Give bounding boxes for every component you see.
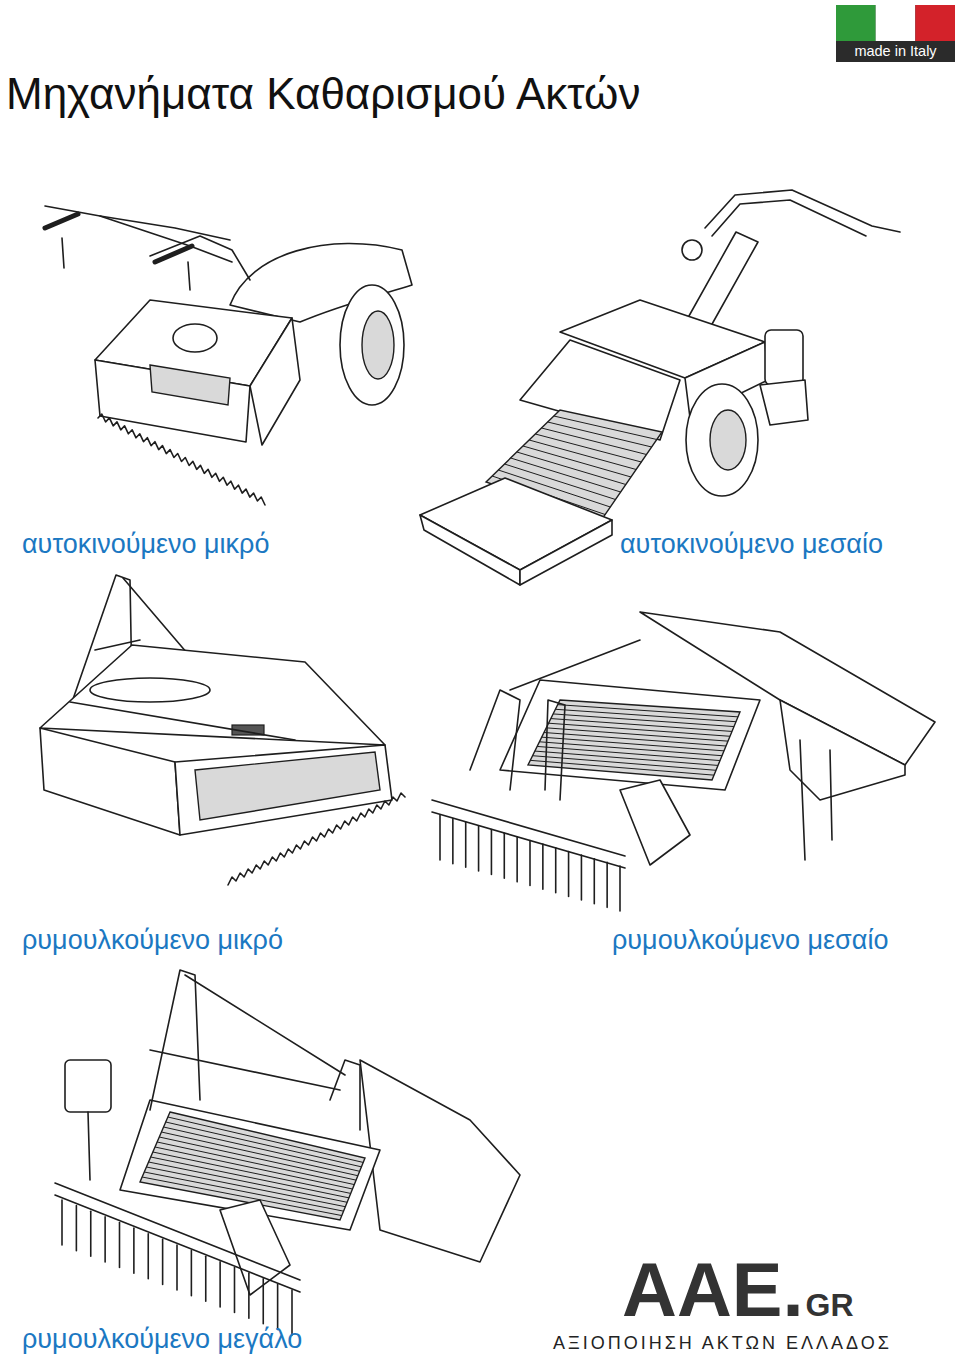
rake-tine bbox=[529, 841, 531, 886]
conveyor-slat bbox=[164, 1127, 360, 1171]
rake-tine bbox=[277, 1284, 279, 1329]
logo-mark: AAE. bbox=[622, 1248, 804, 1332]
rake-tine bbox=[555, 848, 557, 893]
rake-tine bbox=[162, 1239, 164, 1284]
conveyor-slat bbox=[554, 416, 657, 440]
conveyor-slat bbox=[168, 1117, 363, 1162]
rake-tine bbox=[491, 830, 493, 875]
rake-tine bbox=[119, 1223, 121, 1268]
rake-tine bbox=[133, 1228, 135, 1273]
conveyor-slat bbox=[149, 1162, 348, 1202]
flag-red bbox=[915, 5, 955, 41]
rake-tine bbox=[516, 837, 518, 882]
logo-suffix: GR bbox=[806, 1288, 854, 1323]
badge-text: made in Italy bbox=[836, 41, 955, 62]
rake-tine bbox=[176, 1245, 178, 1290]
rake-tine bbox=[61, 1200, 63, 1245]
blade-teeth bbox=[98, 414, 265, 505]
flag-green bbox=[836, 5, 876, 41]
machine-caption: ρυμουλκούμενο μικρό bbox=[22, 926, 283, 956]
towed-small bbox=[40, 575, 405, 885]
conveyor-slat bbox=[558, 705, 738, 717]
conveyor-slat bbox=[166, 1122, 362, 1167]
logo-tagline: ΑΞΙΟΠΟΙΗΣΗ ΑΚΤΩΝ ΕΛΛΑΔΟΣ bbox=[553, 1334, 892, 1354]
rake-tine bbox=[478, 826, 480, 871]
machine-caption: ρυμουλκούμενο μεσαίο bbox=[612, 926, 888, 956]
machine-caption: αυτοκινούμενο μεσαίο bbox=[620, 530, 883, 560]
machine-caption: ρυμουλκούμενο μεγάλο bbox=[22, 1325, 302, 1355]
rake-tine bbox=[76, 1206, 78, 1251]
flag-white bbox=[876, 5, 916, 41]
rake-tine bbox=[262, 1279, 264, 1324]
towed-large bbox=[55, 970, 520, 1335]
conveyor-slat bbox=[146, 1167, 345, 1207]
self-propelled-medium bbox=[420, 190, 900, 585]
towed-medium bbox=[432, 612, 935, 911]
rake-tine bbox=[619, 866, 621, 911]
rake-tine bbox=[465, 822, 467, 867]
italian-flag bbox=[836, 5, 955, 41]
conveyor-slat bbox=[542, 428, 647, 455]
conveyor-slat bbox=[555, 709, 736, 721]
self-propelled-small bbox=[45, 206, 412, 505]
blade-teeth bbox=[228, 793, 405, 885]
rake-tine bbox=[503, 833, 505, 878]
rake-tine bbox=[248, 1273, 250, 1318]
rake-tine bbox=[568, 851, 570, 896]
rake-tine bbox=[104, 1217, 106, 1262]
conveyor-slat bbox=[523, 446, 631, 477]
conveyor-slat bbox=[517, 452, 626, 485]
rake-tine bbox=[219, 1262, 221, 1307]
machine-caption: αυτοκινούμενο μικρό bbox=[22, 530, 270, 560]
rake-tine bbox=[452, 819, 454, 864]
conveyor-slat bbox=[529, 440, 636, 470]
rake-tine bbox=[581, 855, 583, 900]
rake-tine bbox=[542, 844, 544, 889]
page-title: Μηχανήματα Καθαρισμού Ακτών bbox=[6, 70, 640, 118]
rake-tine bbox=[439, 815, 441, 860]
rake-tine bbox=[147, 1234, 149, 1279]
origin-badge: made in Italy bbox=[836, 5, 955, 62]
rake-tine bbox=[606, 862, 608, 907]
conveyor-slat bbox=[535, 434, 641, 462]
rake-tine bbox=[205, 1256, 207, 1301]
rake-tine bbox=[234, 1268, 236, 1313]
rake-tine bbox=[90, 1211, 92, 1256]
rake-tine bbox=[593, 859, 595, 904]
rake-tine bbox=[191, 1251, 193, 1296]
